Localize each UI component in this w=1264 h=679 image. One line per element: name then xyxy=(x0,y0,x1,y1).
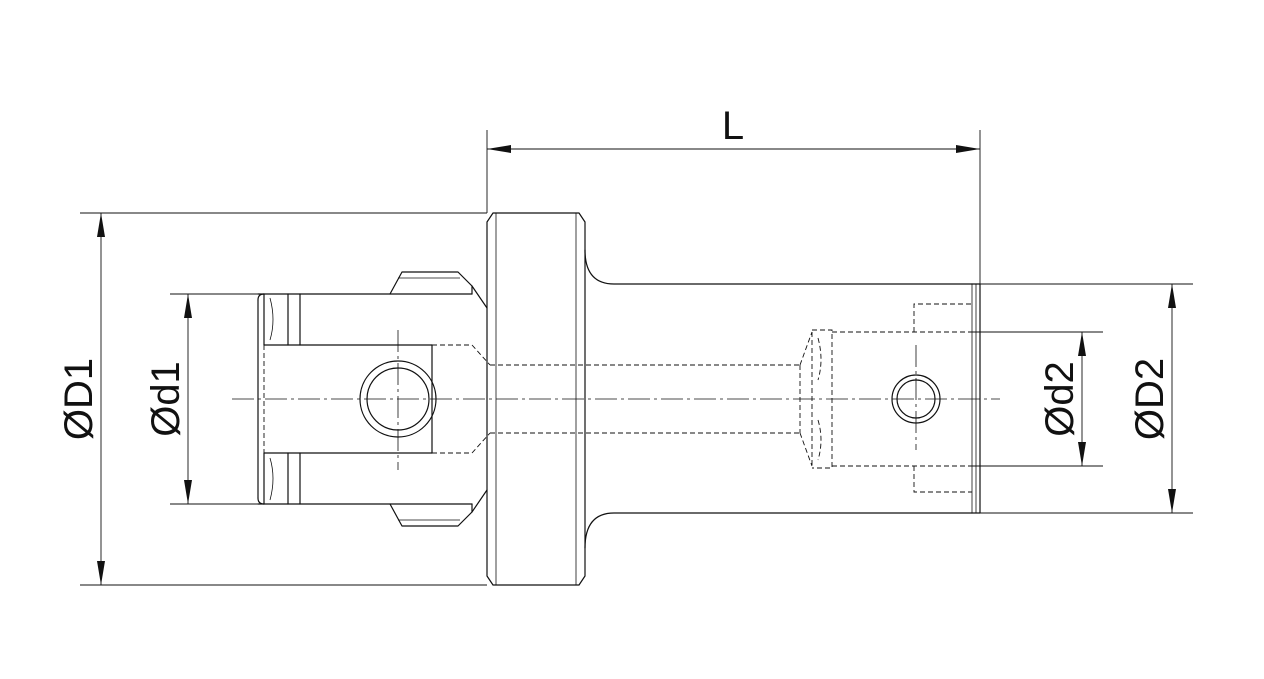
dimension-d2: Ød2 xyxy=(972,331,1103,467)
label-d1: Ød1 xyxy=(144,361,188,437)
flange xyxy=(486,212,586,586)
label-L: L xyxy=(722,104,744,148)
dimension-L: L xyxy=(486,104,981,284)
hidden-holder-bore xyxy=(811,303,972,493)
hidden-bore xyxy=(490,331,813,467)
clamp-body xyxy=(257,271,491,527)
dimension-D1: ØD1 xyxy=(57,212,487,586)
label-D1: ØD1 xyxy=(57,358,101,440)
label-d2: Ød2 xyxy=(1038,361,1082,437)
label-D2: ØD2 xyxy=(1128,358,1172,440)
shank xyxy=(584,249,981,549)
center-lines xyxy=(232,330,1000,470)
dimension-D2: ØD2 xyxy=(980,283,1193,514)
dimension-d1: Ød1 xyxy=(144,293,258,505)
